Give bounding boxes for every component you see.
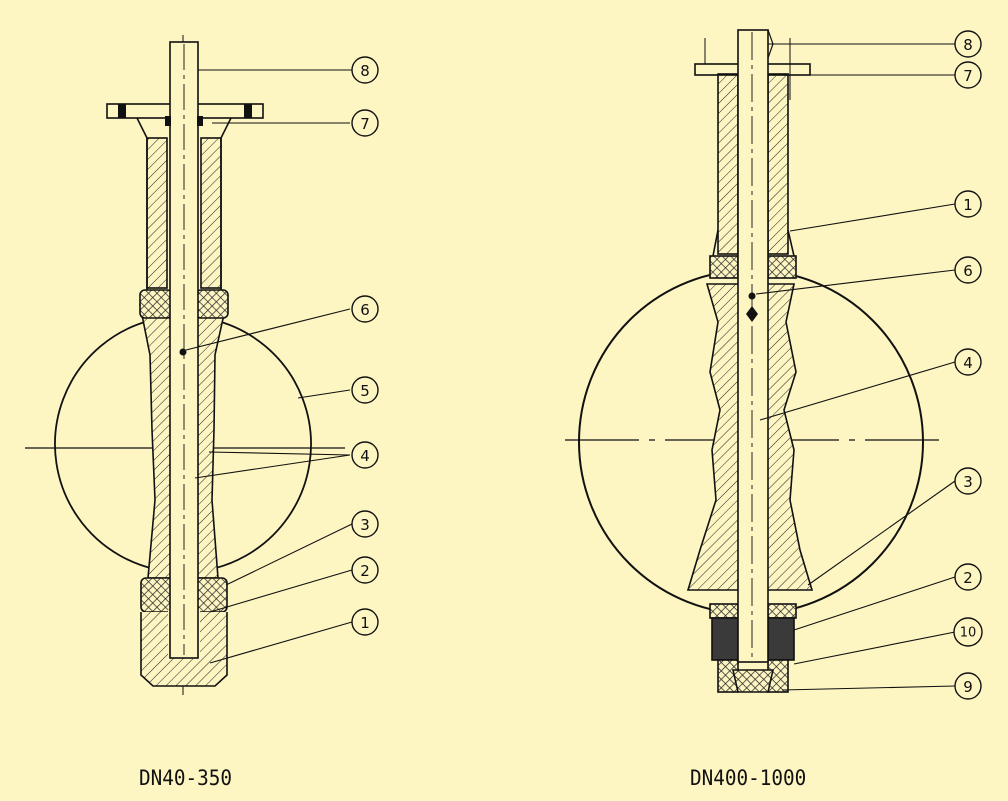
svg-text:9: 9 [963,678,973,696]
large-lower-seal-right [767,603,797,619]
large-stem [737,29,769,663]
svg-text:7: 7 [963,67,973,85]
svg-text:4: 4 [360,447,370,465]
svg-text:10: 10 [960,626,977,641]
svg-text:8: 8 [963,36,973,54]
large-bushing-right [767,617,795,661]
small-upper-seal-left [139,289,173,319]
small-valve-drawing [25,35,345,695]
large-valve-drawing [565,29,940,693]
large-callout-10: 10 [953,617,983,647]
svg-text:7: 7 [360,115,370,133]
small-neck-left [146,137,168,289]
small-callout-4: 4 [351,441,379,469]
svg-text:3: 3 [360,516,370,534]
large-callout-6: 6 [954,256,982,284]
large-lower-seal-left [709,603,739,619]
large-callouts: 8 7 1 6 4 3 2 10 9 [953,30,983,700]
svg-text:5: 5 [360,382,370,400]
small-lower-seal-right [194,577,228,613]
small-callout-1: 1 [351,608,379,636]
small-upper-seal-right [195,289,229,319]
large-pin-dot-upper [748,292,756,300]
svg-text:6: 6 [360,301,370,319]
small-valve-caption: DN40-350 [139,766,233,790]
small-neck-right [200,137,222,289]
large-leader-lines [755,43,956,691]
large-end-cap [731,669,775,693]
small-lower-seal-left [140,577,174,613]
small-callout-5: 5 [351,376,379,404]
large-pin-dot-lower [746,306,758,322]
large-bushing-left [711,617,739,661]
svg-text:1: 1 [963,196,973,214]
svg-text:8: 8 [360,62,370,80]
small-callouts: 8 7 6 5 4 3 2 1 [351,56,379,636]
svg-text:2: 2 [360,562,370,580]
large-valve-caption: DN400-1000 [690,766,807,790]
large-callout-4: 4 [954,348,982,376]
large-callout-9: 9 [954,672,982,700]
small-leader-lines [185,69,353,664]
svg-text:2: 2 [963,569,973,587]
svg-text:6: 6 [963,262,973,280]
svg-text:4: 4 [963,354,973,372]
small-callout-7: 7 [351,109,379,137]
svg-text:3: 3 [963,473,973,491]
small-callout-8: 8 [351,56,379,84]
small-callout-3: 3 [351,510,379,538]
large-callout-7: 7 [954,61,982,89]
small-callout-6: 6 [351,295,379,323]
large-neck-left [717,73,739,255]
large-callout-3: 3 [954,467,982,495]
small-pin-dot [179,348,187,356]
large-callout-8: 8 [954,30,982,58]
large-callout-1: 1 [954,190,982,218]
large-upper-seal-right [767,255,797,279]
large-neck-flare [712,229,795,257]
large-callout-2: 2 [954,563,982,591]
large-upper-seal-left [709,255,739,279]
small-callout-2: 2 [351,556,379,584]
large-neck-right [767,73,789,255]
small-flange-taper [136,117,232,139]
svg-text:1: 1 [360,614,370,632]
